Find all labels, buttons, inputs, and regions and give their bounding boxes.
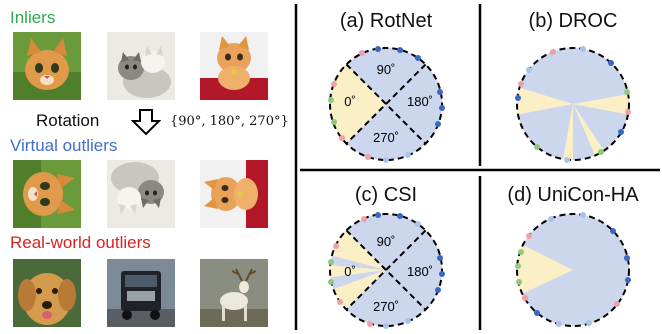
- panel-c-label-0: 0˚: [344, 264, 356, 279]
- realworld-image-golden-retriever: [13, 259, 81, 327]
- panel-a-label-270: 270˚: [373, 130, 399, 145]
- down-arrow-icon: [131, 109, 161, 136]
- virtual-outliers-title: Virtual outliers: [10, 136, 118, 155]
- panel-c-label-180: 180˚: [407, 264, 433, 279]
- inlier-image-kitten-pair: [107, 32, 175, 100]
- panel-a-label-0: 0˚: [344, 94, 356, 109]
- panel-b-circle: [515, 46, 631, 163]
- panel-b-title: (b) DROC: [528, 10, 618, 32]
- panel-c-label-270: 270˚: [373, 299, 399, 314]
- panel-a-label-180: 180˚: [407, 94, 433, 109]
- panel-c-label-90: 90˚: [377, 234, 396, 249]
- realworld-image-deer: [200, 259, 268, 327]
- realworld-image-truck: [107, 259, 175, 327]
- panel-d-circle: [515, 212, 631, 327]
- virtual-image-kitten-red-blanket-rotated: [200, 160, 268, 228]
- inlier-image-kitten-face: [13, 32, 81, 100]
- virtual-image-kitten-face-rotated: [13, 160, 81, 228]
- rotation-set-label: {90°, 180°, 270°}: [170, 114, 289, 129]
- inliers-title: Inliers: [10, 8, 56, 27]
- panel-a-label-90: 90˚: [377, 62, 396, 77]
- inlier-image-kitten-red-blanket: [200, 32, 268, 100]
- panel-a-title: (a) RotNet: [339, 10, 433, 32]
- realworld-outliers-title: Real-world outliers: [10, 233, 151, 252]
- panel-c-title: (c) CSI: [354, 184, 418, 206]
- panel-c-circle: [328, 212, 445, 329]
- panel-a-circle: [328, 46, 445, 163]
- virtual-image-kitten-pair-rotated: [107, 160, 175, 228]
- rotation-label: Rotation: [36, 111, 100, 130]
- panel-d-title: (d) UniCon-HA: [507, 184, 639, 206]
